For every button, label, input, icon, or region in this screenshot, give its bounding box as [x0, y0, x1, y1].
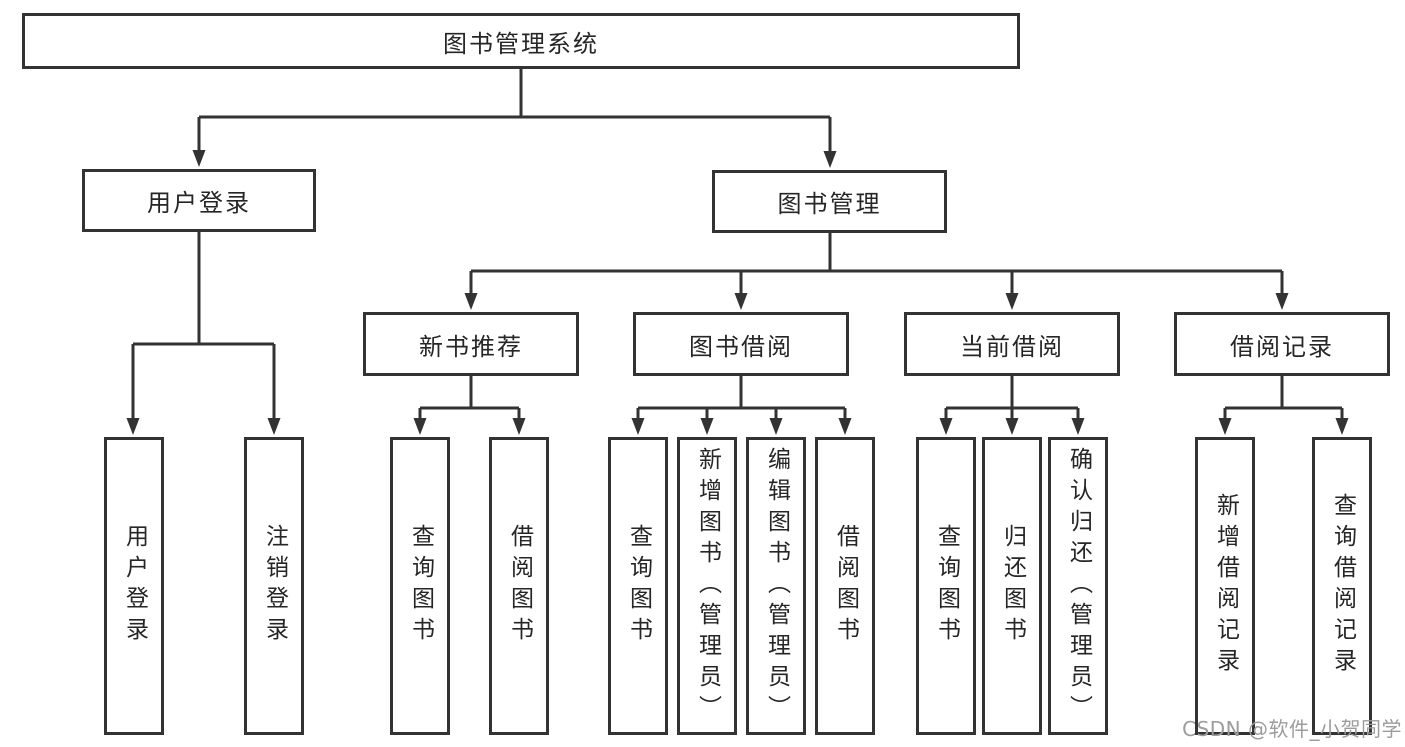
leaf-borrow-books-borrowing: 借阅图书 [815, 437, 875, 735]
node-label: 查询图书 [933, 524, 960, 648]
node-label: 查询图书 [407, 524, 434, 648]
node-label: 确认归还（管理员） [1065, 446, 1092, 726]
leaf-query-books-borrowing: 查询图书 [608, 437, 668, 735]
leaf-query-books-current: 查询图书 [916, 437, 976, 735]
leaf-edit-book-admin: 编辑图书（管理员） [746, 437, 806, 735]
node-current-borrowing: 当前借阅 [904, 312, 1120, 376]
leaf-add-book-admin: 新增图书（管理员） [677, 437, 737, 735]
node-label: 借阅图书 [832, 524, 859, 648]
node-label: 编辑图书（管理员） [763, 446, 790, 726]
leaf-logout: 注销登录 [244, 437, 304, 735]
node-book-management-system: 图书管理系统 [22, 13, 1020, 69]
node-label: 注销登录 [261, 524, 288, 648]
node-label: 图书管理 [777, 190, 882, 218]
node-book-borrowing: 图书借阅 [633, 312, 849, 376]
leaf-query-books-recommend: 查询图书 [390, 437, 450, 735]
node-label: 归还图书 [999, 524, 1026, 648]
node-label: 图书借阅 [689, 332, 793, 361]
node-label: 新增借阅记录 [1212, 493, 1239, 679]
node-user-login: 用户登录 [82, 169, 316, 232]
leaf-user-login: 用户登录 [104, 437, 164, 735]
node-label: 查询借阅记录 [1329, 493, 1356, 679]
node-label: 借阅记录 [1230, 332, 1334, 361]
node-label: 查询图书 [625, 524, 652, 648]
leaf-add-borrow-record: 新增借阅记录 [1195, 437, 1255, 735]
node-label: 图书管理系统 [443, 29, 599, 58]
node-book-management: 图书管理 [712, 170, 947, 233]
node-label: 新书推荐 [419, 332, 523, 361]
leaf-query-borrow-record: 查询借阅记录 [1312, 437, 1372, 735]
leaf-return-book: 归还图书 [982, 437, 1042, 735]
node-new-book-recommend: 新书推荐 [363, 312, 579, 376]
node-label: 借阅图书 [506, 524, 533, 648]
node-borrowing-records: 借阅记录 [1174, 312, 1390, 376]
csdn-watermark: CSDN @软件_小贺同学 [1182, 717, 1402, 741]
node-label: 新增图书（管理员） [694, 446, 721, 726]
leaf-borrow-books-recommend: 借阅图书 [489, 437, 549, 735]
node-label: 用户登录 [147, 189, 251, 217]
leaf-confirm-return-admin: 确认归还（管理员） [1048, 437, 1108, 735]
node-label: 用户登录 [121, 524, 148, 648]
node-label: 当前借阅 [960, 332, 1064, 361]
